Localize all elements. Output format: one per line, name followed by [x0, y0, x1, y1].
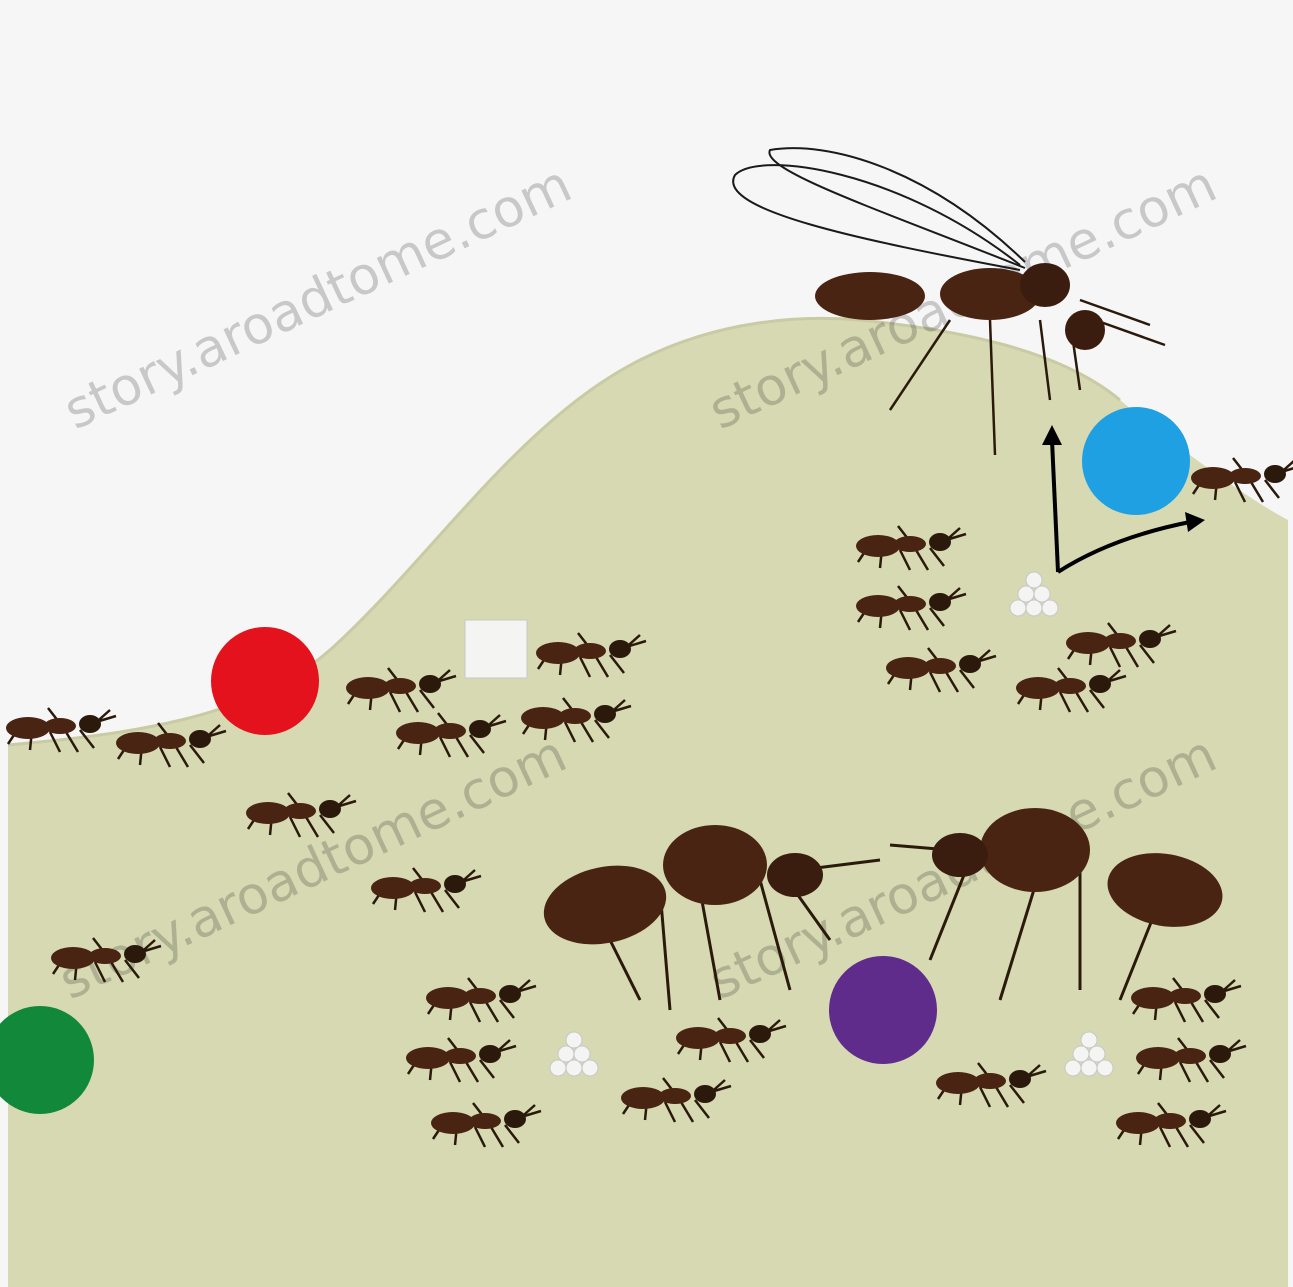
marker-red — [211, 627, 319, 735]
marker-blue — [1082, 407, 1190, 515]
marker-purple — [829, 956, 937, 1064]
